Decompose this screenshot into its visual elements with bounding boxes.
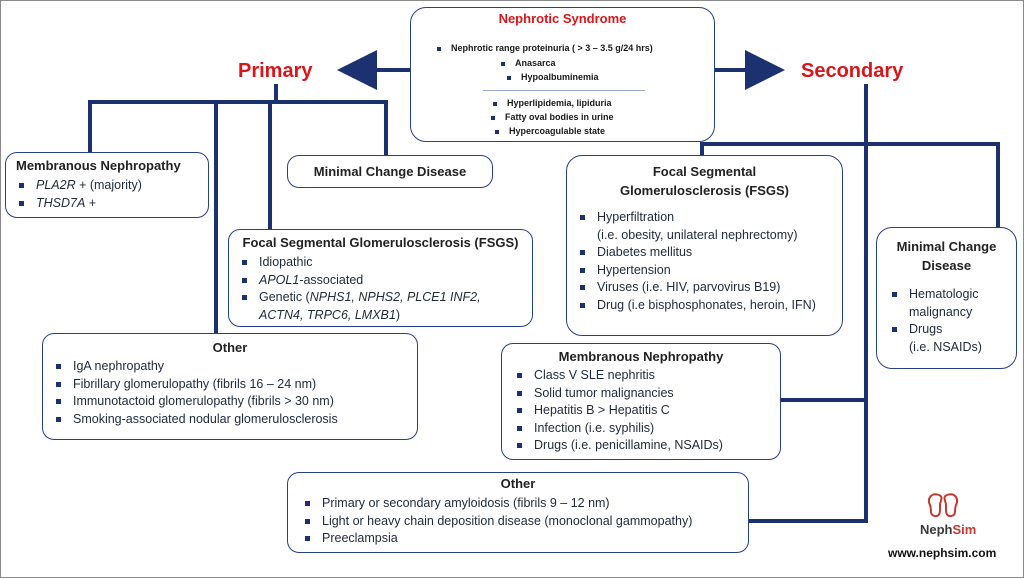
primary-membranous-title: Membranous Nephropathy (16, 158, 181, 173)
list-item: Diabetes mellitus (577, 244, 816, 262)
secondary-fsgs-list: Hyperfiltration(i.e. obesity, unilateral… (577, 209, 816, 314)
kidney-logo-icon (928, 493, 958, 518)
nephrotic-feature: Hypoalbuminemia (507, 72, 599, 82)
secondary-other-list: Primary or secondary amyloidosis (fibril… (302, 495, 692, 548)
list-item: Smoking-associated nodular glomeruloscle… (53, 411, 338, 429)
primary-mcd-title: Minimal Change Disease (313, 164, 467, 179)
nephrotic-syndrome-box: Nephrotic Syndrome Nephrotic range prote… (410, 7, 715, 142)
list-item: IgA nephropathy (53, 358, 338, 376)
list-item: Drugs (i.e. penicillamine, NSAIDs) (514, 437, 723, 455)
list-item: Infection (i.e. syphilis) (514, 420, 723, 438)
secondary-other-box: Other Primary or secondary amyloidosis (… (287, 472, 749, 553)
list-item: APOL1-associated (239, 272, 481, 290)
list-item: Idiopathic (239, 254, 481, 272)
list-item: Viruses (i.e. HIV, parvovirus B19) (577, 279, 816, 297)
list-item: Fibrillary glomerulopathy (fibrils 16 – … (53, 376, 338, 394)
secondary-other-title: Other (500, 476, 536, 491)
primary-membranous-list: PLA2R + (majority) THSD7A + (16, 177, 142, 212)
primary-other-title: Other (212, 340, 248, 355)
brand-url[interactable]: www.nephsim.com (888, 546, 997, 560)
list-item: Primary or secondary amyloidosis (fibril… (302, 495, 692, 513)
list-item: Hypertension (577, 262, 816, 280)
secondary-membranous-box: Membranous Nephropathy Class V SLE nephr… (501, 343, 781, 460)
nephrotic-feature: Nephrotic range proteinuria ( > 3 – 3.5 … (437, 43, 653, 53)
list-item: Class V SLE nephritis (514, 367, 723, 385)
list-item: Solid tumor malignancies (514, 385, 723, 403)
list-item: Drugs(i.e. NSAIDs) (889, 321, 982, 356)
nephrotic-feature: Fatty oval bodies in urine (491, 112, 614, 122)
nephrotic-feature: Anasarca (501, 58, 556, 68)
secondary-membranous-list: Class V SLE nephritis Solid tumor malign… (514, 367, 723, 455)
list-item: Preeclampsia (302, 530, 692, 548)
primary-membranous-box: Membranous Nephropathy PLA2R + (majority… (5, 152, 209, 218)
nephrotic-title: Nephrotic Syndrome (498, 11, 627, 26)
brand-name: NephSim (920, 522, 977, 537)
list-item: Immunotactoid glomerulopathy (fibrils > … (53, 393, 338, 411)
primary-other-box: Other IgA nephropathy Fibrillary glomeru… (42, 333, 418, 440)
list-item: PLA2R + (majority) (16, 177, 142, 195)
primary-header: Primary (238, 60, 313, 82)
nephrotic-divider (483, 90, 645, 91)
nephrotic-feature: Hypercoagulable state (495, 126, 605, 136)
primary-other-list: IgA nephropathy Fibrillary glomerulopath… (53, 358, 338, 428)
primary-fsgs-list: Idiopathic APOL1-associated Genetic (NPH… (239, 254, 481, 324)
list-item: Genetic (NPHS1, NPHS2, PLCE1 INF2,ACTN4,… (239, 289, 481, 324)
list-item: Light or heavy chain deposition disease … (302, 513, 692, 531)
list-item: Hepatitis B > Hepatitis C (514, 402, 723, 420)
primary-fsgs-box: Focal Segmental Glomerulosclerosis (FSGS… (228, 229, 533, 327)
nephrotic-feature: Hyperlipidemia, lipiduria (493, 98, 612, 108)
primary-fsgs-title: Focal Segmental Glomerulosclerosis (FSGS… (242, 235, 519, 250)
secondary-header: Secondary (801, 60, 904, 82)
list-item: Hyperfiltration(i.e. obesity, unilateral… (577, 209, 816, 244)
secondary-membranous-title: Membranous Nephropathy (558, 349, 724, 364)
primary-mcd-box: Minimal Change Disease (287, 155, 493, 188)
list-item: Drug (i.e bisphosphonates, heroin, IFN) (577, 297, 816, 315)
list-item: THSD7A + (16, 195, 142, 213)
